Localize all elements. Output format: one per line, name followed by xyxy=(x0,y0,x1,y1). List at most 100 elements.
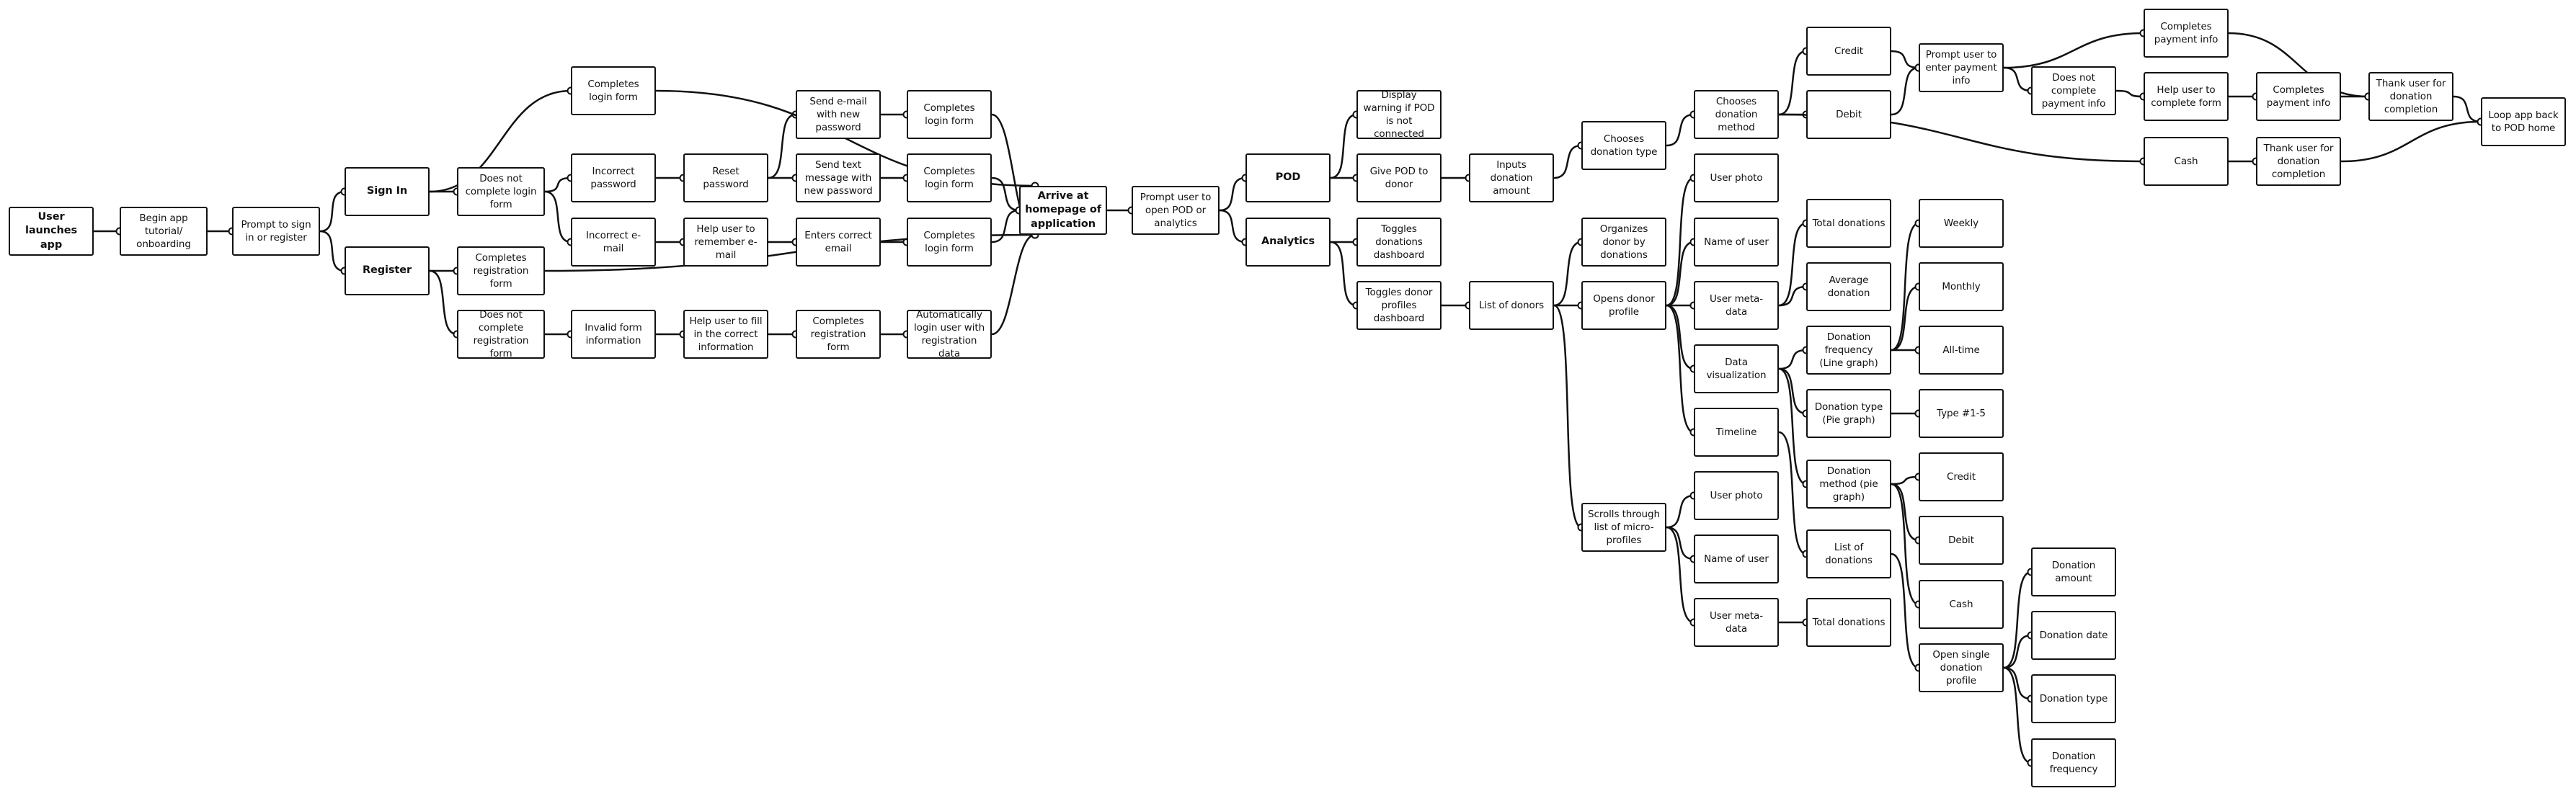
flow-node-label: List of donors xyxy=(1478,299,1545,311)
flow-node-choose-method: Chooses donation method xyxy=(1694,90,1779,139)
flow-node-label: Incorrect password xyxy=(590,165,636,190)
flow-node-dataviz: Data visualization xyxy=(1694,344,1779,393)
connector-line xyxy=(1891,50,1919,69)
flow-node-name: Name of user xyxy=(1694,218,1779,267)
flow-node-warning: Display warning if POD is not connected xyxy=(1356,89,1442,140)
connector-line xyxy=(2228,32,2369,98)
connector-line xyxy=(544,190,572,243)
connector-line xyxy=(429,89,572,193)
flow-node-label: Completes registration form xyxy=(810,315,866,354)
flow-node-thank1: Thank user for donation completion xyxy=(2368,72,2453,121)
connector-line xyxy=(1778,367,1807,486)
connector-line xyxy=(1666,526,1695,560)
flow-node-label: Completes registration form xyxy=(473,251,529,290)
flow-node-label: Sign In xyxy=(366,185,408,197)
flow-node-label: Donation amount xyxy=(2051,559,2096,584)
flow-node-label: All-time xyxy=(1942,344,1980,356)
flow-node-average: Average donation xyxy=(1806,262,1891,311)
flow-node-label: Cash xyxy=(1949,598,1973,610)
flow-node-label: Prompt user to enter payment info xyxy=(1925,48,1997,87)
flow-node-debit: Debit xyxy=(1806,90,1891,139)
flow-node-label: Donation date xyxy=(2039,629,2108,641)
flow-node-login-a: Completes login form xyxy=(907,90,992,139)
flow-node-opens-profile: Opens donor profile xyxy=(1581,281,1666,330)
flow-node-label: Credit xyxy=(1947,470,1976,483)
flow-node-label: User meta-data xyxy=(1710,609,1763,635)
flow-node-label: Completes payment info xyxy=(2266,84,2331,109)
connector-line xyxy=(2003,666,2032,764)
flow-node-incorrect-pw: Incorrect password xyxy=(571,153,656,202)
flow-node-choose-type: Chooses donation type xyxy=(1581,121,1666,170)
connector-line xyxy=(1778,222,1807,307)
flow-node-meta2: User meta-data xyxy=(1694,598,1779,647)
flow-node-not-complete-reg: Does not complete registration form xyxy=(457,309,545,359)
flow-node-label: Reset password xyxy=(703,165,749,190)
connector-line xyxy=(1666,526,1695,624)
flow-node-label: Thank user for donation completion xyxy=(2263,142,2334,181)
flow-node-pod: POD xyxy=(1245,153,1331,202)
flow-node-give-pod: Give POD to donor xyxy=(1356,153,1442,202)
connector-line xyxy=(1666,494,1695,529)
flow-node-label: Credit xyxy=(1834,45,1863,57)
connector-line xyxy=(429,269,458,336)
flow-node-label: Name of user xyxy=(1704,553,1769,565)
flow-node-label: Help user to remember e-mail xyxy=(694,223,758,261)
flow-node-label: Name of user xyxy=(1704,236,1769,248)
flow-node-label: Prompt user to open POD or analytics xyxy=(1140,191,1212,230)
connector-line xyxy=(2003,66,2032,92)
flow-node-label: Arrive at homepage of application xyxy=(1025,189,1101,230)
flow-node-label: Send e-mail with new password xyxy=(809,95,867,134)
connector-line xyxy=(1891,553,1919,669)
flow-node-list-donors: List of donors xyxy=(1469,281,1554,330)
flow-node-alltime: All-time xyxy=(1919,326,2004,375)
flow-node-user-photo2: User photo xyxy=(1694,471,1779,520)
connector-line xyxy=(2340,120,2482,163)
flow-node-label: Completes login form xyxy=(923,102,975,127)
flow-node-label: Completes login form xyxy=(923,229,975,254)
flow-node-label: Data visualization xyxy=(1706,356,1767,381)
flow-node-freq: Donation frequency (Line graph) xyxy=(1806,326,1891,375)
flow-node-enters-email: Enters correct email xyxy=(796,218,881,267)
flow-node-label: Analytics xyxy=(1261,236,1315,248)
flow-node-label: Chooses donation type xyxy=(1590,133,1658,158)
flow-node-name2: Name of user xyxy=(1694,535,1779,583)
connector-line xyxy=(1553,304,1582,529)
flow-node-cash: Cash xyxy=(2144,137,2229,186)
flow-node-label: Enters correct email xyxy=(804,229,872,254)
flow-node-register: Register xyxy=(345,246,430,295)
flow-node-open-single: Open single donation profile xyxy=(1919,643,2004,692)
connector-line xyxy=(1891,285,1919,352)
flow-node-label: Donation frequency xyxy=(2049,750,2098,775)
flow-node-label: Toggles donor profiles dashboard xyxy=(1365,286,1433,325)
connector-line xyxy=(1666,304,1695,434)
flow-node-completes-login: Completes login form xyxy=(571,66,656,115)
flow-node-label: Thank user for donation completion xyxy=(2376,77,2446,116)
flow-node-label: Display warning if POD is not connected xyxy=(1363,89,1435,140)
flow-node-help-email: Help user to remember e-mail xyxy=(683,218,768,267)
flow-node-label: Loop app back to POD home xyxy=(2488,109,2559,134)
connector-line xyxy=(991,176,1020,212)
flow-node-label: Send text message with new password xyxy=(804,158,873,197)
connector-line xyxy=(1891,483,1919,606)
flow-node-completes-reg: Completes registration form xyxy=(457,246,545,295)
flow-node-login-b: Completes login form xyxy=(907,153,992,202)
flow-node-launch: User launches app xyxy=(9,207,94,256)
flow-node-invalid: Invalid form information xyxy=(571,310,656,359)
flow-node-label: Toggles donations dashboard xyxy=(1373,223,1425,261)
flow-node-type15: Type #1-5 xyxy=(1919,389,2004,438)
connector-line xyxy=(1778,50,1807,116)
flow-node-label: Donation type (Pie graph) xyxy=(1814,401,1883,426)
flow-node-inputs: Inputs donation amount xyxy=(1469,153,1554,202)
flow-node-label: Monthly xyxy=(1942,280,1981,292)
flow-node-label: Cash xyxy=(2174,155,2198,167)
flow-node-label: Invalid form information xyxy=(585,321,642,346)
flow-node-reset-pw: Reset password xyxy=(683,153,768,202)
flow-node-date: Donation date xyxy=(2031,611,2116,660)
connector-line xyxy=(544,176,572,193)
flow-node-debit2: Debit xyxy=(1919,516,2004,565)
flow-node-label: Does not complete payment info xyxy=(2041,71,2106,110)
flow-node-total: Total donations xyxy=(1806,199,1891,248)
flow-node-label: Type #1-5 xyxy=(1937,407,1986,419)
connector-line xyxy=(2003,571,2032,669)
